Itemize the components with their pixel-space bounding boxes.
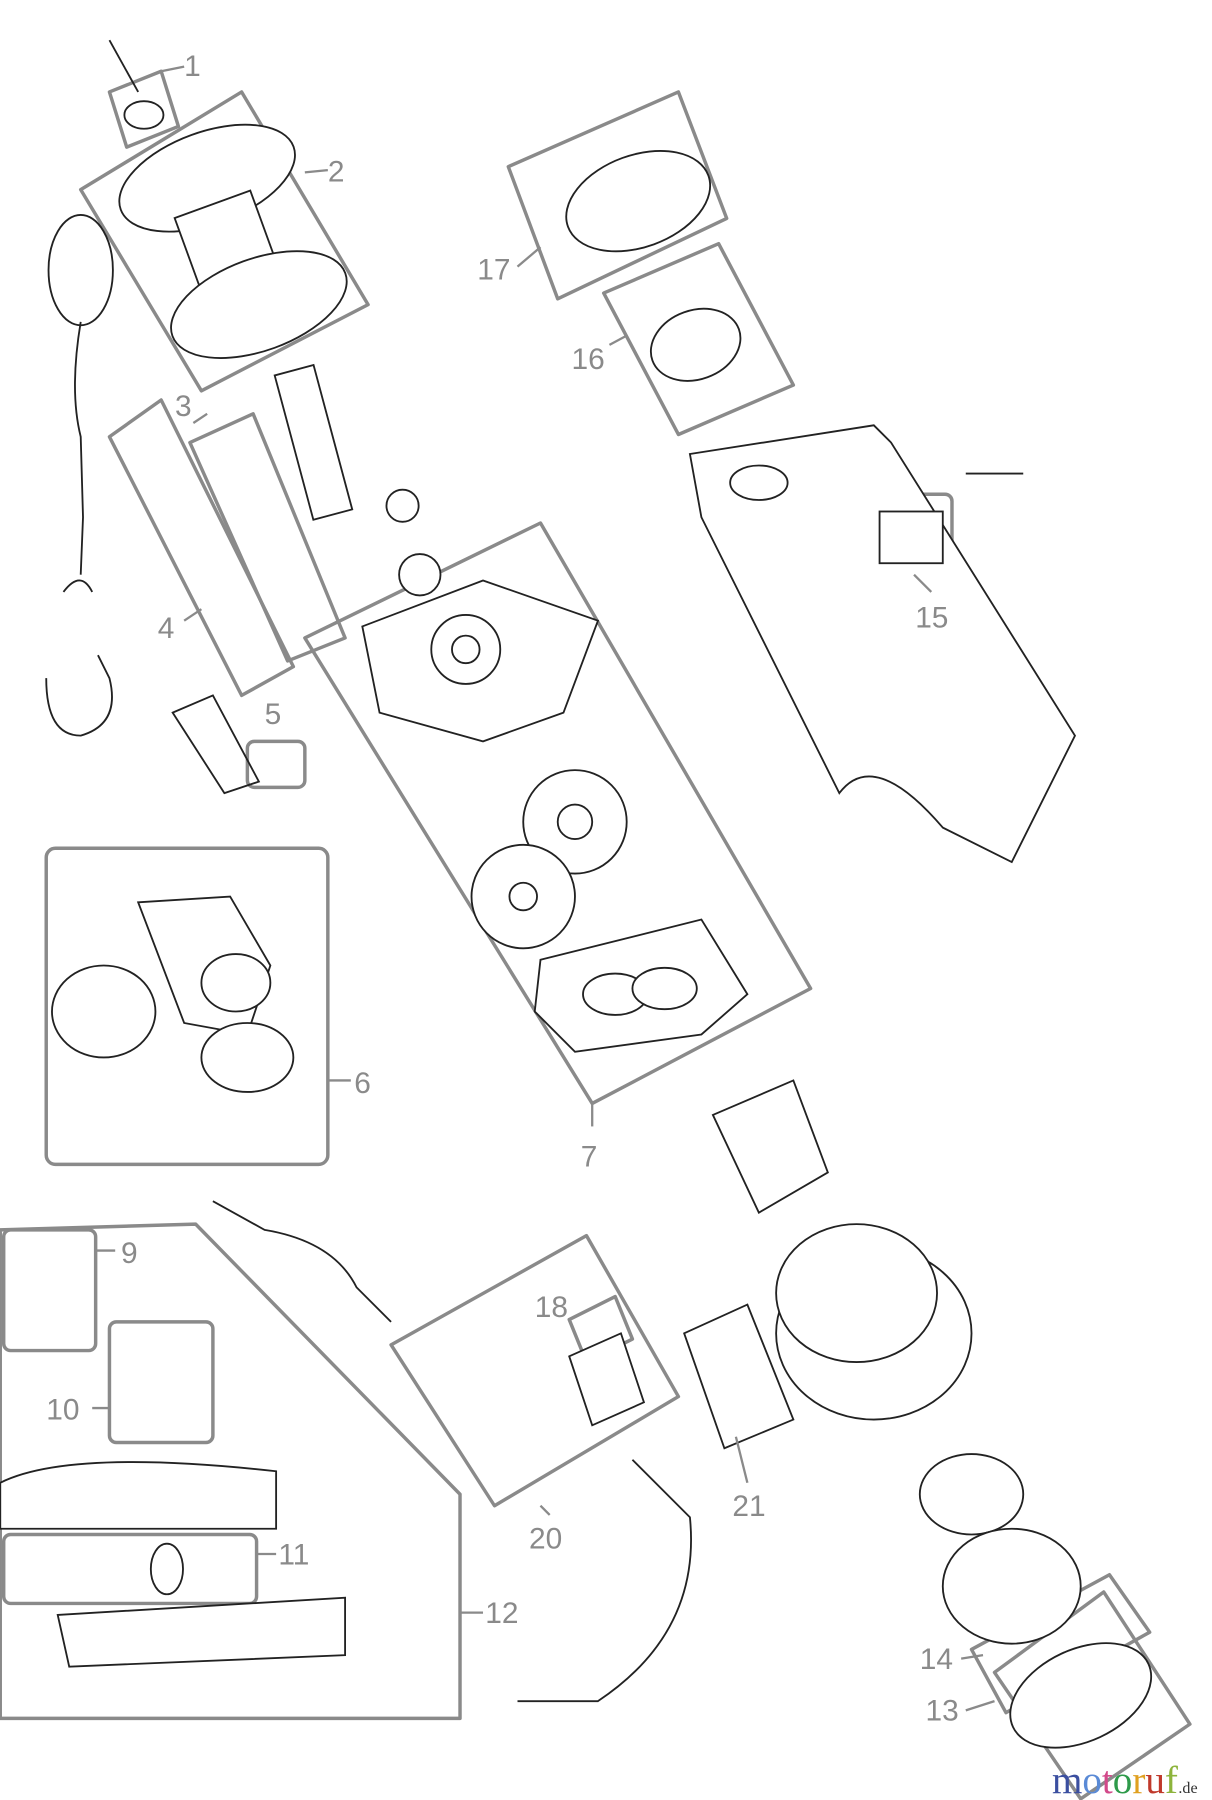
callout-1: 1 [184, 50, 201, 83]
svg-text:motoruf: motoruf [1052, 1759, 1179, 1800]
callout-16: 16 [572, 343, 605, 376]
frame-16 [601, 241, 796, 437]
callout-3: 3 [175, 390, 192, 423]
callout-2: 2 [328, 156, 345, 189]
frame-9 [1, 1228, 98, 1353]
callout-20: 20 [529, 1522, 562, 1555]
frame-5 [245, 739, 307, 790]
callout-15: 15 [915, 602, 948, 635]
parts-line-art [0, 39, 1153, 1749]
callout-14: 14 [920, 1643, 953, 1676]
callout-18: 18 [535, 1291, 568, 1324]
callout-labels: 1 2 3 4 5 6 7 9 10 11 12 13 14 15 16 17 … [46, 50, 959, 1728]
frame-12 [0, 1222, 462, 1721]
frame-7 [303, 521, 813, 1106]
frame-2 [78, 90, 370, 393]
svg-text:.de: .de [1178, 1780, 1197, 1797]
leader-lines [92, 65, 995, 1712]
frame-17 [506, 90, 729, 301]
frame-6 [44, 846, 330, 1167]
watermark-logo: motoruf .de [1052, 1759, 1198, 1800]
callout-7: 7 [581, 1141, 598, 1174]
frame-11 [1, 1532, 259, 1606]
callout-6: 6 [354, 1067, 371, 1100]
callout-12: 12 [485, 1597, 518, 1630]
callout-9: 9 [121, 1237, 138, 1270]
frame-4 [107, 398, 296, 698]
frame-18 [567, 1294, 635, 1364]
callout-4: 4 [158, 612, 175, 645]
frame-20 [389, 1233, 681, 1508]
callout-5: 5 [265, 698, 282, 731]
callout-10: 10 [46, 1394, 79, 1427]
callout-21: 21 [732, 1490, 765, 1523]
callout-11: 11 [278, 1538, 309, 1571]
callout-13: 13 [926, 1695, 959, 1728]
callout-17: 17 [477, 253, 510, 286]
frame-10 [107, 1320, 215, 1445]
frame-1 [107, 69, 181, 149]
